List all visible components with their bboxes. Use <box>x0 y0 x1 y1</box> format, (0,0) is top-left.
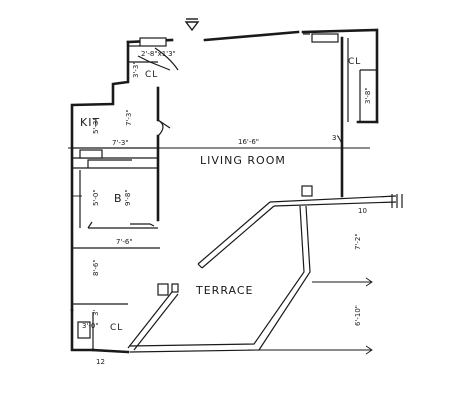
kitchen-height-dim: 7'-3" <box>125 109 133 126</box>
right-height-dim: 7'-2" <box>354 233 362 250</box>
kitchen-width-vert-dim: 5'-3" <box>92 117 100 134</box>
bedroom-height-dim: 9'-8" <box>124 189 132 206</box>
top-closet-height-dim: 3'-3" <box>132 61 140 78</box>
living-side-dim: 3' <box>332 134 338 142</box>
living-room-label: LIVING ROOM <box>200 154 286 167</box>
top-closet-width-dim: 2'-8"x1'3" <box>141 50 176 58</box>
terrace-label: TERRACE <box>195 284 253 297</box>
kitchen-width-dim: 7'-3" <box>112 139 129 147</box>
kitchen-label: KIT <box>80 116 100 129</box>
bedroom-width-dim: 7'-6" <box>116 238 133 246</box>
north-arrow-icon <box>184 18 200 32</box>
kitchen-counter <box>79 149 132 168</box>
bottom-mark-dim: 12 <box>96 358 105 366</box>
right-closet-height-dim: 3'-8" <box>364 87 372 104</box>
guide-lines <box>68 135 373 355</box>
terrace-railing <box>127 185 403 353</box>
bottom-closet <box>77 303 128 350</box>
right-closet-label: CL <box>348 57 361 67</box>
bottom-closet-width-dim: 3'-0" <box>82 322 99 330</box>
right-closet <box>303 33 339 43</box>
bottom-closet-label: CL <box>110 323 123 333</box>
bedroom-width-vert-dim: 5'-0" <box>92 189 100 206</box>
lower-height-dim: 8'-6" <box>92 259 100 276</box>
right-tick-dim: 10 <box>358 207 367 215</box>
bottom-closet-height-dim: 3' <box>92 310 100 316</box>
top-closet <box>128 37 167 63</box>
living-width-dim: 16'-6" <box>238 138 259 146</box>
top-closet-label: CL <box>145 70 158 80</box>
bedroom-label: B <box>114 192 123 205</box>
right-lower-height-dim: 6'-10" <box>354 305 362 326</box>
